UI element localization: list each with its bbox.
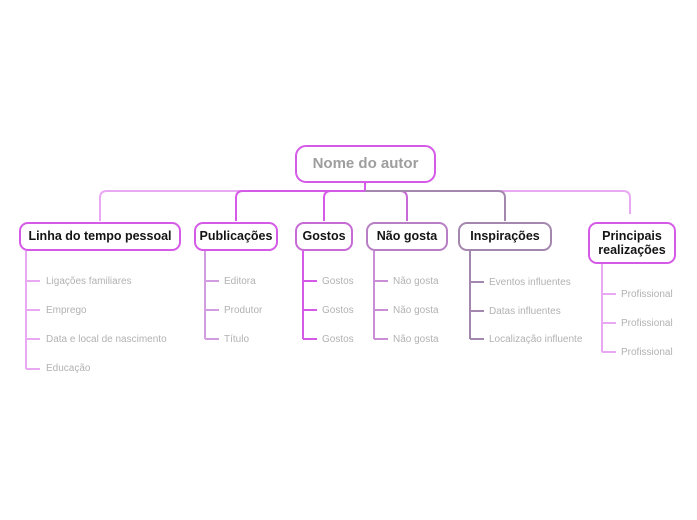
leaf-item[interactable]: Data e local de nascimento (46, 334, 167, 345)
leaf-item[interactable]: Produtor (224, 305, 263, 316)
branch-node-label: Publicações (199, 229, 273, 244)
leaf-item[interactable]: Profissional (621, 347, 673, 358)
branch-node-linha-do-tempo-pessoal[interactable]: Linha do tempo pessoal (19, 222, 181, 251)
branch-node-label: Não gosta (376, 229, 438, 244)
leaf-item[interactable]: Não gosta (393, 305, 439, 316)
branch-node-label: Linha do tempo pessoal (28, 229, 172, 244)
leaf-item[interactable]: Gostos (322, 305, 354, 316)
branch-node-nao-gosta[interactable]: Não gosta (366, 222, 448, 251)
leaf-item[interactable]: Ligações familiares (46, 276, 132, 287)
leaf-item[interactable]: Não gosta (393, 334, 439, 345)
leaf-item[interactable]: Título (224, 334, 250, 345)
leaf-item[interactable]: Profissional (621, 318, 673, 329)
leaf-item[interactable]: Editora (224, 276, 256, 287)
branch-node-publicacoes[interactable]: Publicações (194, 222, 278, 251)
branch-node-gostos[interactable]: Gostos (295, 222, 353, 251)
leaf-item[interactable]: Gostos (322, 276, 354, 287)
branch-node-inspiracoes[interactable]: Inspirações (458, 222, 552, 251)
leaf-item[interactable]: Localização influente (489, 334, 583, 345)
leaf-item[interactable]: Gostos (322, 334, 354, 345)
leaf-item[interactable]: Profissional (621, 289, 673, 300)
leaf-item[interactable]: Emprego (46, 305, 87, 316)
leaf-item[interactable]: Datas influentes (489, 306, 561, 317)
branch-node-label: Gostos (302, 229, 346, 244)
branch-node-label: Inspirações (470, 229, 540, 244)
leaf-item[interactable]: Não gosta (393, 276, 439, 287)
root-node[interactable]: Nome do autor (295, 145, 436, 183)
root-node-label: Nome do autor (312, 155, 419, 173)
leaf-item[interactable]: Educação (46, 363, 91, 374)
leaf-item[interactable]: Eventos influentes (489, 277, 571, 288)
